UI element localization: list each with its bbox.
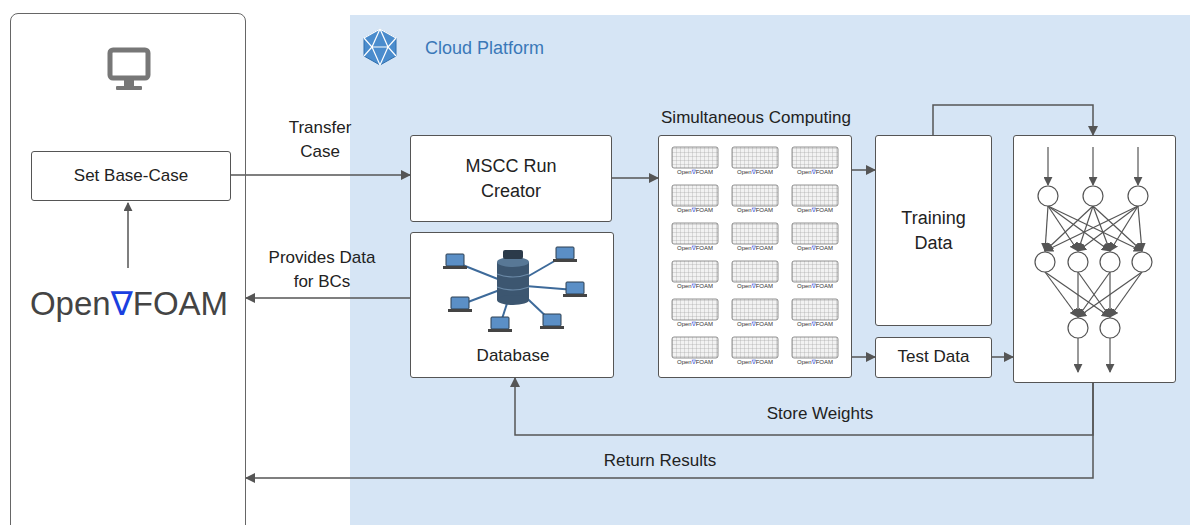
mesh-icon	[732, 337, 778, 358]
cell-label: Open∇FOAM	[725, 207, 785, 214]
cell-label: Open∇FOAM	[725, 359, 785, 366]
data-box: Training Data	[875, 135, 992, 326]
edge-label: Transfer Case	[280, 116, 360, 164]
cell-label: Open∇FOAM	[785, 245, 845, 252]
cell-label: Open∇FOAM	[785, 359, 845, 366]
mesh-icon	[672, 261, 718, 282]
flow-arrow	[852, 356, 875, 358]
process-box: Set Base-Case	[31, 151, 231, 201]
mesh-icon	[792, 185, 838, 206]
edge-label: Store Weights	[720, 402, 920, 426]
simulation-cell-icons	[672, 147, 838, 358]
cell-label: Open∇FOAM	[725, 283, 785, 290]
mesh-icon	[732, 223, 778, 244]
mesh-icon	[672, 337, 718, 358]
cell-label: Open∇FOAM	[665, 245, 725, 252]
mesh-icon	[732, 185, 778, 206]
database-box: Database	[410, 232, 614, 378]
cell-label: Open∇FOAM	[665, 359, 725, 366]
cloud-region: Cloud PlatformMSCC Run CreatorDatabase Si…	[350, 15, 1190, 525]
mesh-icon	[672, 147, 718, 168]
mesh-icon	[792, 147, 838, 168]
node-label: Set Base-Case	[74, 165, 188, 188]
cell-label: Open∇FOAM	[785, 321, 845, 328]
flow-arrow	[852, 169, 875, 171]
mesh-icon	[792, 261, 838, 282]
mesh-icon	[792, 299, 838, 320]
cell-label: Open∇FOAM	[665, 169, 725, 176]
data-box: Test Data	[875, 337, 992, 378]
monitor-icon	[110, 50, 148, 90]
cell-label: Open∇FOAM	[785, 207, 845, 214]
cloud-logo	[364, 29, 396, 65]
database-icon	[443, 247, 587, 332]
neural-network-icon	[1035, 147, 1152, 372]
edge-label: Return Results	[560, 449, 760, 473]
mesh-icon	[672, 299, 718, 320]
node-label: MSCC Run Creator	[451, 154, 571, 203]
cell-label: Open∇FOAM	[665, 321, 725, 328]
cell-label: Open∇FOAM	[785, 283, 845, 290]
cell-label: Open∇FOAM	[725, 245, 785, 252]
cell-label: Open∇FOAM	[665, 283, 725, 290]
flow-arrow	[246, 383, 1093, 478]
mesh-icon	[792, 223, 838, 244]
mesh-icon	[732, 147, 778, 168]
mesh-icon	[672, 185, 718, 206]
cloud-ground	[350, 15, 1190, 525]
node-label: Database	[411, 345, 615, 368]
flow-arrow	[246, 297, 410, 299]
cell-label: Open∇FOAM	[665, 207, 725, 214]
flow-arrow	[992, 356, 1013, 358]
cell-label: Open∇FOAM	[725, 169, 785, 176]
node-label: Training Data	[884, 206, 984, 255]
flow-arrow	[515, 378, 1093, 435]
cell-label: Open∇FOAM	[725, 321, 785, 328]
network-box	[1013, 135, 1176, 383]
flow-arrow	[612, 177, 658, 179]
edge-label: Provides Data for BCs	[265, 246, 380, 294]
mesh-icon	[732, 299, 778, 320]
flow-arrow	[127, 203, 129, 268]
process-box: MSCC Run Creator	[410, 135, 612, 222]
mesh-icon	[792, 337, 838, 358]
flow-arrow	[933, 105, 1093, 135]
compute-box: Simultaneous Computing	[658, 135, 852, 378]
node-label: Test Data	[898, 346, 970, 369]
mesh-icon	[732, 261, 778, 282]
region-title: Cloud Platform	[425, 36, 544, 60]
software-panel: Open∇FOAM Set Base-Case	[10, 13, 246, 525]
node-label: Simultaneous Computing	[661, 107, 851, 130]
mesh-icon	[672, 223, 718, 244]
flow-arrow	[231, 174, 410, 176]
cell-label: Open∇FOAM	[785, 169, 845, 176]
logo-text: Open∇FOAM	[11, 282, 247, 327]
